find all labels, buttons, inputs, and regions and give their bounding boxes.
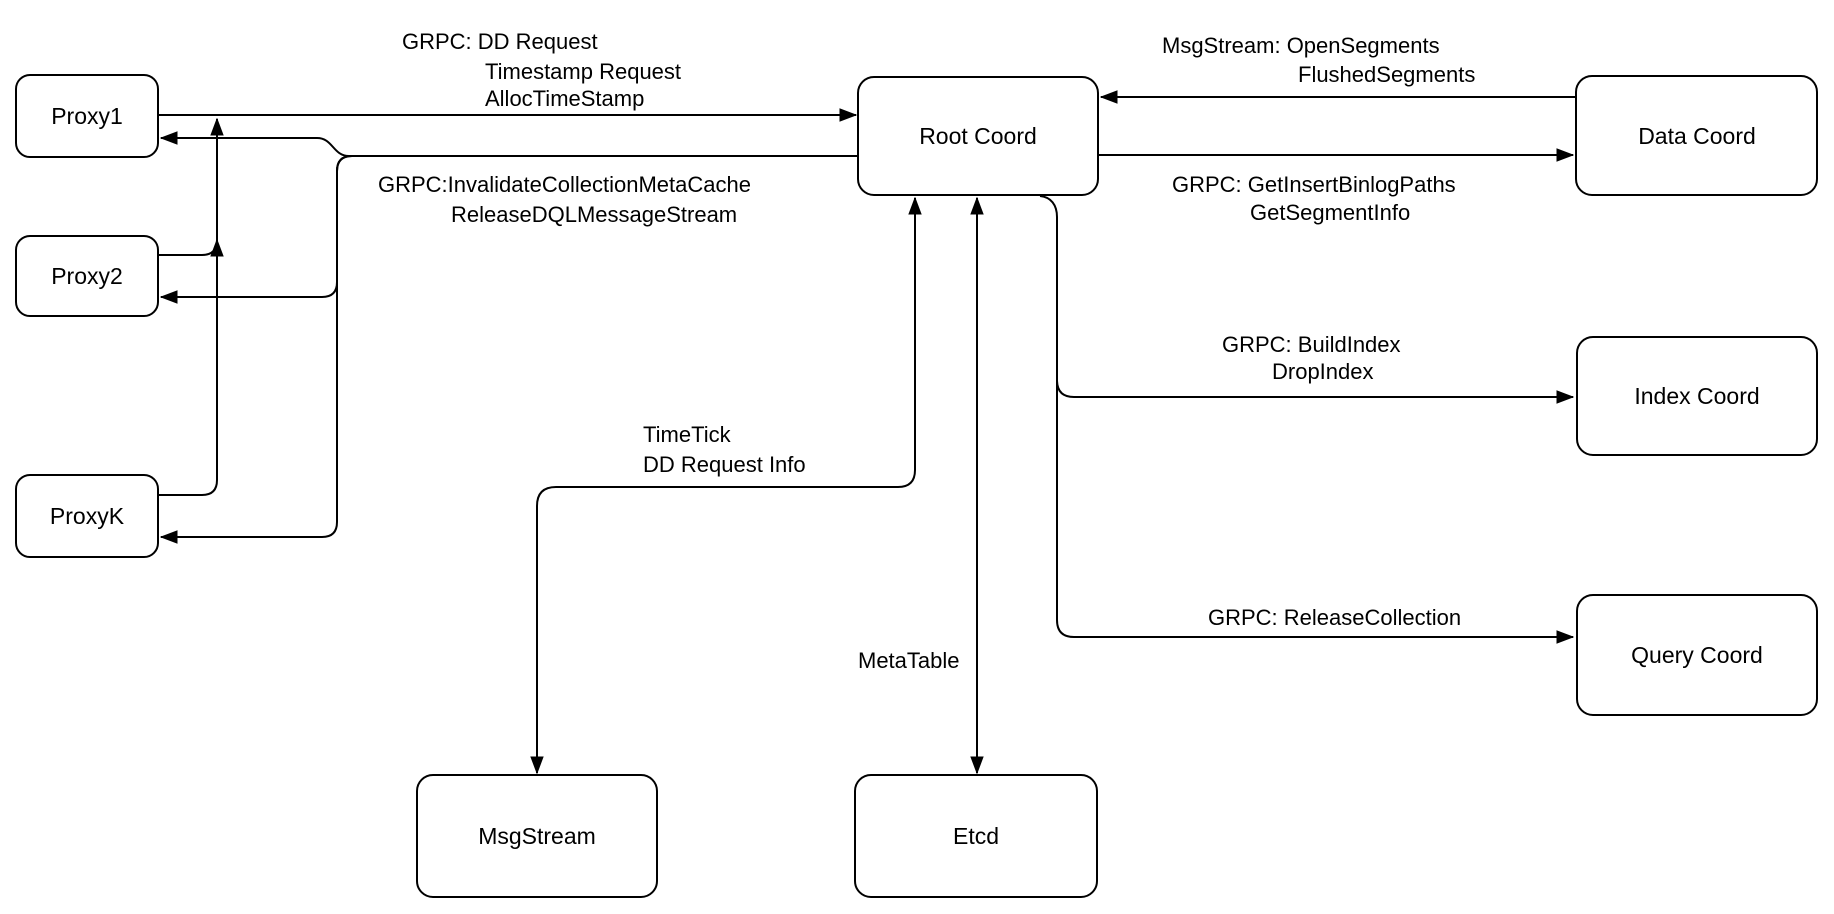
edge-label-release-dql-stream: ReleaseDQLMessageStream (451, 202, 737, 227)
edges (158, 97, 1576, 773)
edge-rootcoord-to-proxy1 (161, 138, 858, 157)
edge-label-getsegmentinfo: GetSegmentInfo (1250, 200, 1410, 225)
edge-label-timestamp-request: Timestamp Request (485, 59, 681, 84)
edge-rootcoord-to-querycoord (1056, 217, 1573, 637)
node-index-coord-label: Index Coord (1634, 383, 1759, 409)
node-root-coord-label: Root Coord (919, 123, 1037, 149)
node-root-coord: Root Coord (857, 76, 1099, 196)
node-proxyk-box (15, 474, 159, 558)
node-etcd-label: Etcd (953, 823, 999, 849)
edge-label-releasecollection: GRPC: ReleaseCollection (1208, 605, 1461, 630)
node-proxyk: ProxyK (15, 474, 159, 558)
nodes: Proxy1 Proxy2 ProxyK Root Coord Data Coo… (15, 74, 1818, 898)
node-msgstream-label: MsgStream (478, 823, 596, 849)
node-proxy2-label: Proxy2 (51, 263, 123, 289)
node-query-coord-box (1576, 594, 1818, 716)
node-proxy1: Proxy1 (15, 74, 159, 158)
node-data-coord: Data Coord (1575, 75, 1818, 196)
node-data-coord-label: Data Coord (1638, 123, 1756, 149)
edge-label-dropindex: DropIndex (1272, 359, 1374, 384)
edge-label-metatable: MetaTable (858, 648, 960, 673)
node-etcd-box (854, 774, 1098, 898)
edge-label-opensegments: MsgStream: OpenSegments (1162, 33, 1440, 58)
node-msgstream: MsgStream (416, 774, 658, 898)
edge-label-invalidate-metacache: GRPC:InvalidateCollectionMetaCache (378, 172, 751, 197)
node-index-coord-box (1576, 336, 1818, 456)
node-data-coord-box (1575, 75, 1818, 196)
edge-proxyk-to-rootcoord (158, 119, 217, 496)
node-query-coord-label: Query Coord (1631, 642, 1763, 668)
edge-rootcoord-to-proxyk (161, 155, 858, 537)
edge-label-grpc-dd-request: GRPC: DD Request (402, 29, 598, 54)
edge-labels: GRPC: DD Request Timestamp Request Alloc… (378, 29, 1475, 673)
node-proxy1-label: Proxy1 (51, 103, 123, 129)
node-proxy2: Proxy2 (15, 235, 159, 317)
edge-label-buildindex: GRPC: BuildIndex (1222, 332, 1401, 357)
edge-label-alloctimestamp: AllocTimeStamp (485, 86, 644, 111)
node-root-coord-box (857, 76, 1099, 196)
edge-rootcoord-msgstream (537, 198, 915, 773)
node-query-coord: Query Coord (1576, 594, 1818, 716)
node-index-coord: Index Coord (1576, 336, 1818, 456)
node-msgstream-box (416, 774, 658, 898)
node-proxy1-box (15, 74, 159, 158)
edge-label-getinsertbinlogpaths: GRPC: GetInsertBinlogPaths (1172, 172, 1456, 197)
edge-label-flushedsegments: FlushedSegments (1298, 62, 1475, 87)
node-proxyk-label: ProxyK (50, 503, 125, 529)
node-etcd: Etcd (854, 774, 1098, 898)
edge-label-timetick: TimeTick (643, 422, 732, 447)
edge-proxy2-to-rootcoord (158, 240, 217, 255)
node-proxy2-box (15, 235, 159, 317)
edge-label-dd-request-info: DD Request Info (643, 452, 806, 477)
